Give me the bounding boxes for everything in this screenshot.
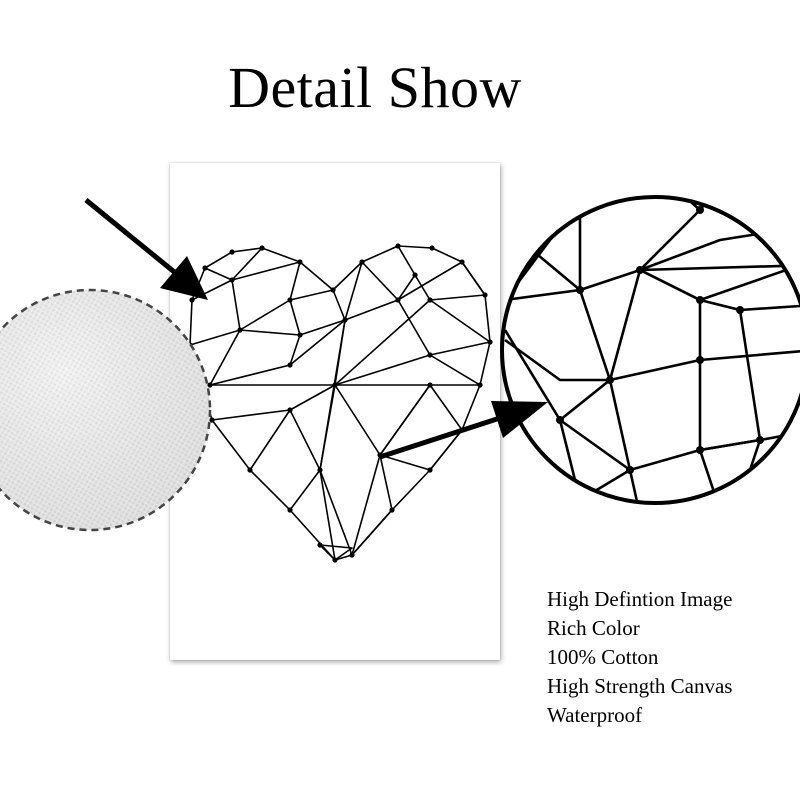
feature-item: 100% Cotton [547, 645, 659, 669]
canvas-texture-detail [0, 288, 212, 532]
page-title: Detail Show [228, 55, 522, 120]
feature-item: High Defintion Image [547, 587, 733, 611]
arrow-icon [379, 401, 548, 460]
arrow-icon [84, 198, 208, 300]
feature-list: High Defintion Image Rich Color 100% Cot… [547, 585, 732, 730]
zoom-detail-circle [500, 195, 800, 505]
heart-illustration [189, 245, 491, 561]
feature-item: Rich Color [547, 616, 640, 640]
feature-item: Waterproof [547, 703, 643, 727]
feature-item: High Strength Canvas [547, 674, 733, 698]
poster-frame [170, 163, 500, 660]
